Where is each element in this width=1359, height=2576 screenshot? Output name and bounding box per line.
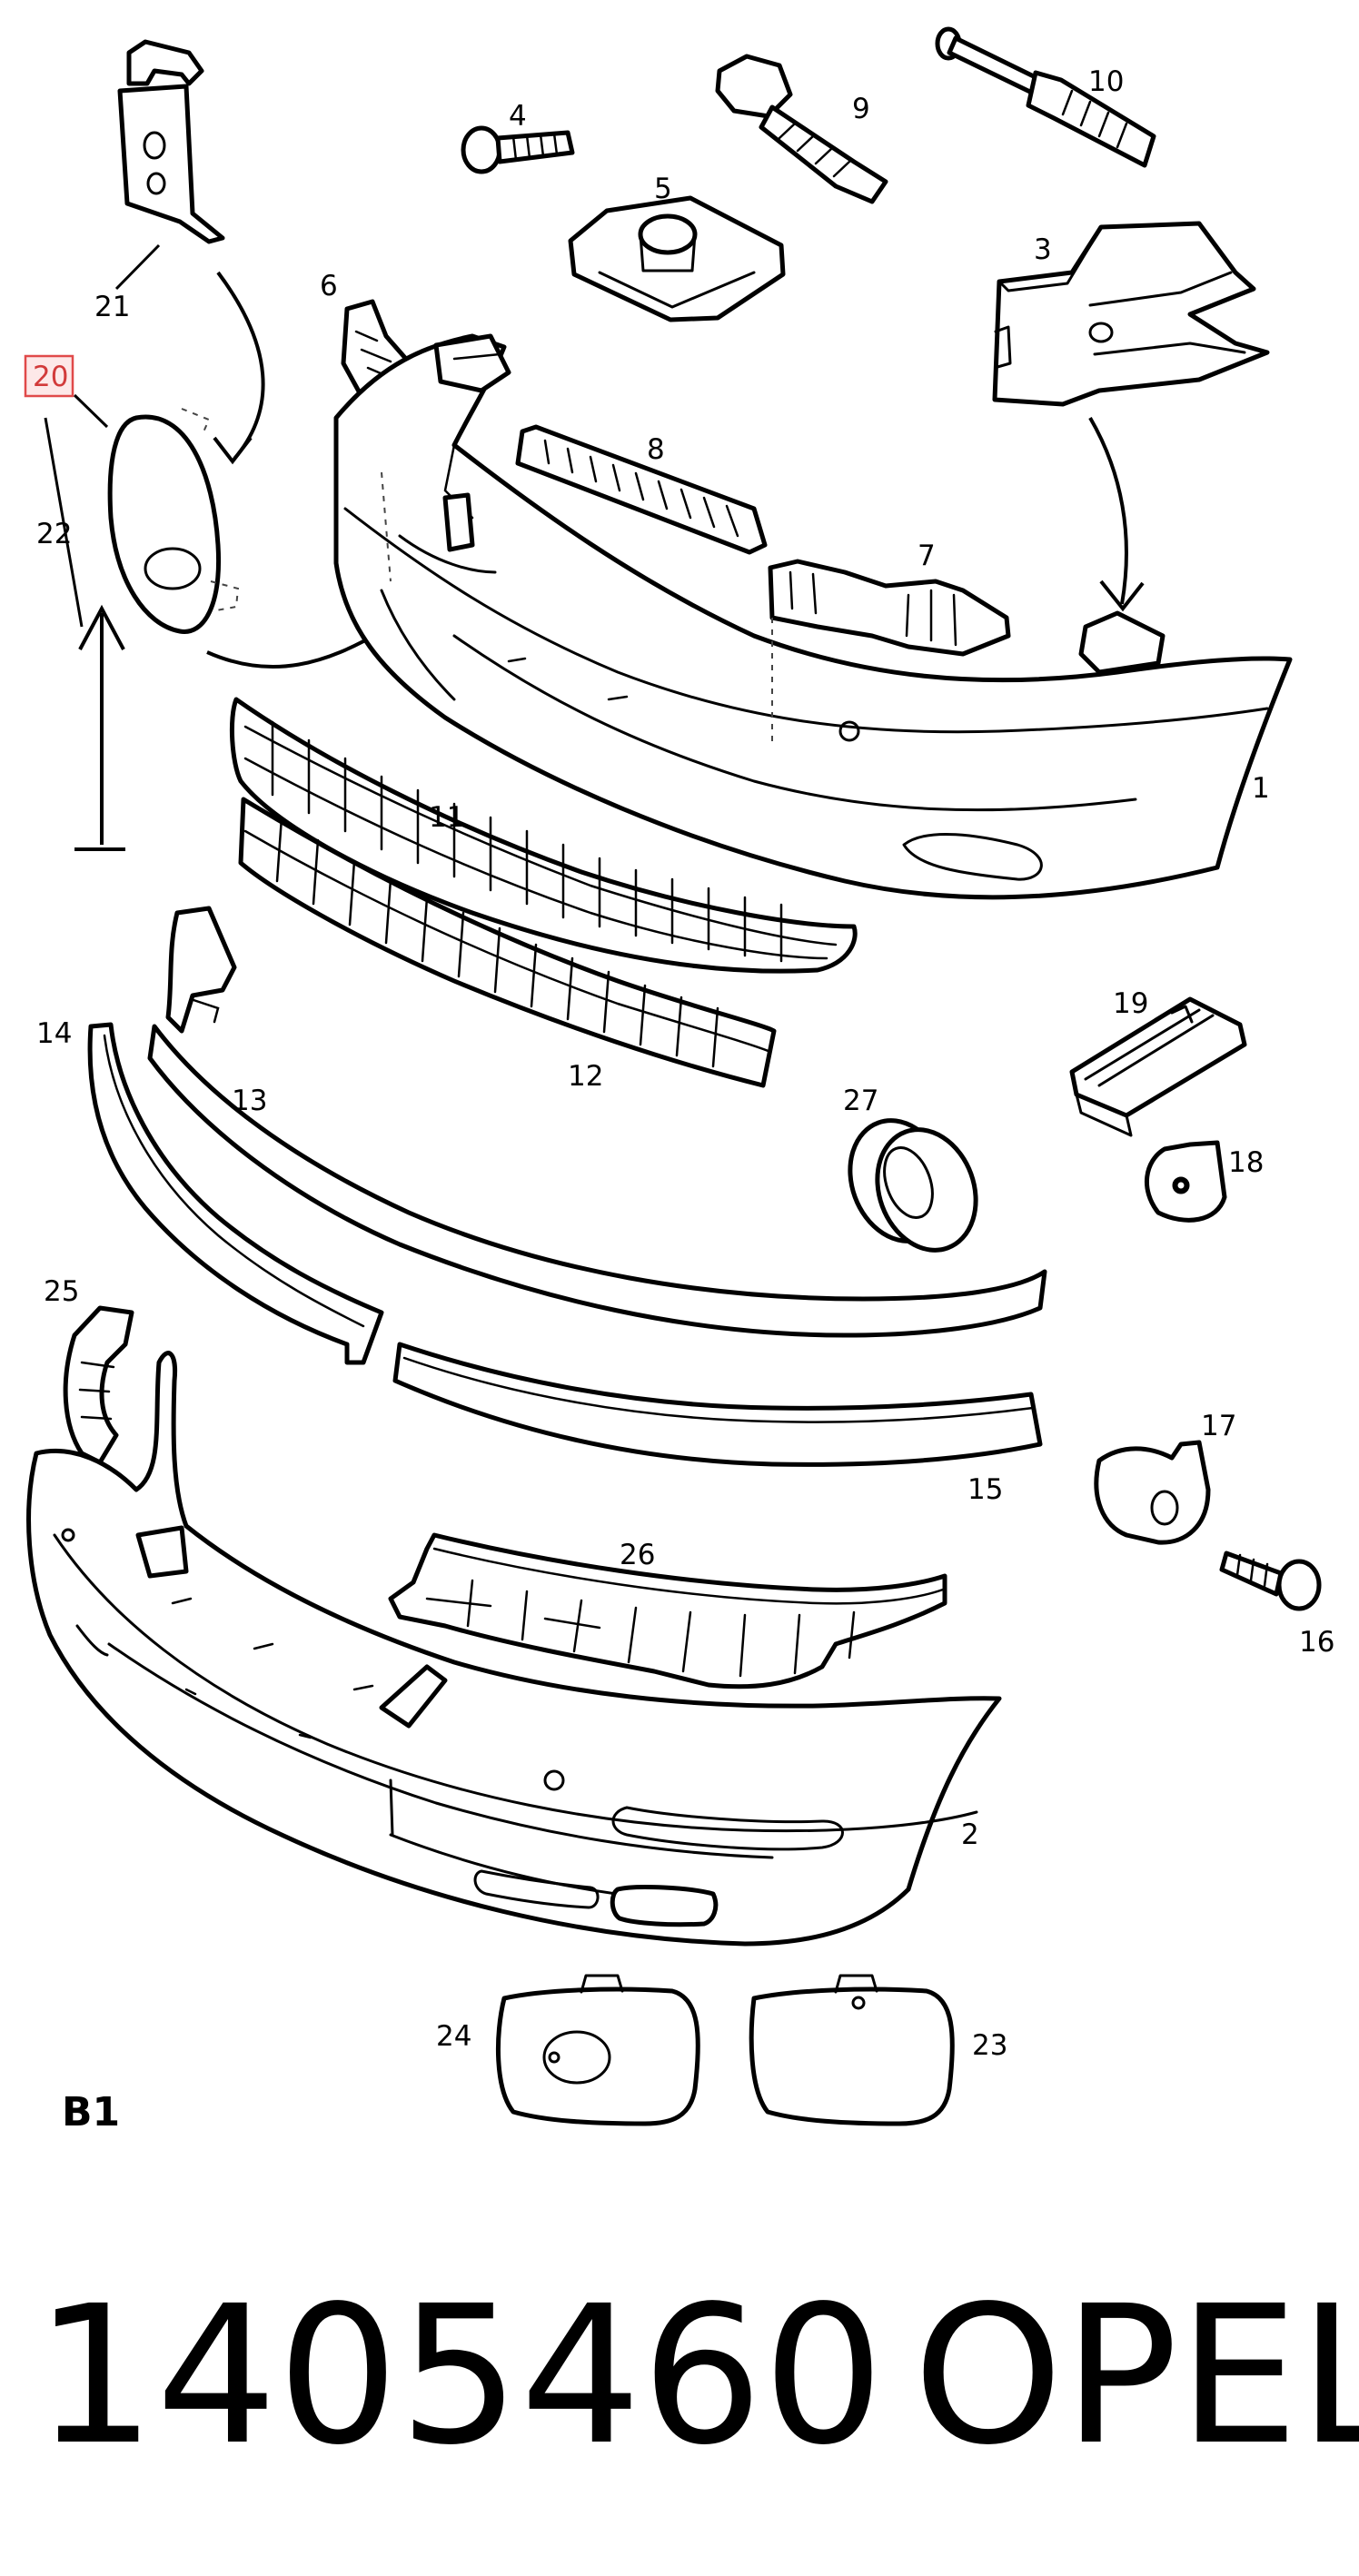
part-15-lip [392,1342,1043,1467]
callout-7: 7 [918,540,936,572]
part-21-clip-bracket [117,39,225,244]
callout-20-highlight [24,354,74,398]
callout-23: 23 [972,2029,1007,2062]
part-16-screw [1219,1551,1322,1611]
callout-12: 12 [568,1060,603,1093]
callout-9: 9 [852,93,870,125]
callout-3: 3 [1034,233,1052,266]
part-number: 1405460 [35,2264,884,2487]
callout-21: 21 [94,291,130,323]
callout-22: 22 [36,518,72,550]
brand-name: OPEL [913,2264,1359,2487]
part-19-clip [1069,996,1247,1137]
part-12-grille-lower [238,797,777,1088]
callout-10: 10 [1088,65,1124,98]
part-5-nut-clip [568,195,786,322]
part-17-mount [1094,1440,1211,1545]
callout-14: 14 [36,1017,72,1050]
callout-26: 26 [620,1539,655,1571]
part-7-mount [768,559,1011,657]
callout-25: 25 [44,1275,79,1308]
part-23-blank-cover [749,1974,955,2126]
part-11-grille [229,697,858,974]
part-8-retainer [515,424,768,555]
part-25-mount [63,1305,134,1465]
callout-5: 5 [654,173,672,205]
callout-17: 17 [1201,1410,1236,1442]
part-20-fog-cover [107,408,240,634]
part-24-fog-cover [495,1974,700,2126]
callout-15: 15 [967,1473,1003,1506]
part-3-bracket [992,221,1270,407]
part-4-screw [461,125,575,174]
callout-20: 20 [33,361,68,393]
callout-8: 8 [647,433,665,466]
section-label: B1 [62,2089,120,2135]
callout-4: 4 [509,100,527,133]
callout-2: 2 [961,1818,979,1851]
callout-11: 11 [429,801,464,834]
part-9-bolt [715,54,888,204]
callout-16: 16 [1299,1626,1334,1659]
callout-24: 24 [436,2020,471,2053]
callout-27: 27 [843,1085,878,1117]
part-26-reinforcement [388,1532,947,1689]
callout-13: 13 [232,1085,267,1117]
part-1-bumper-support [333,333,1293,900]
part-18-washer [1144,1140,1227,1223]
callout-6: 6 [320,270,338,302]
callout-18: 18 [1228,1146,1264,1179]
part-14-lip [87,1022,384,1365]
part-10-push-rivet [935,26,1156,168]
direction-arrow [74,604,125,851]
part-13-spoiler [147,906,1047,1338]
callout-1: 1 [1252,772,1270,805]
callout-labels: 1 2 3 4 5 6 7 8 9 10 11 12 13 14 15 16 1… [24,65,1334,2062]
callout-19: 19 [1113,987,1148,1020]
part-2-bumper-cover [26,1351,1002,1947]
part-27-grommet [848,1118,978,1253]
